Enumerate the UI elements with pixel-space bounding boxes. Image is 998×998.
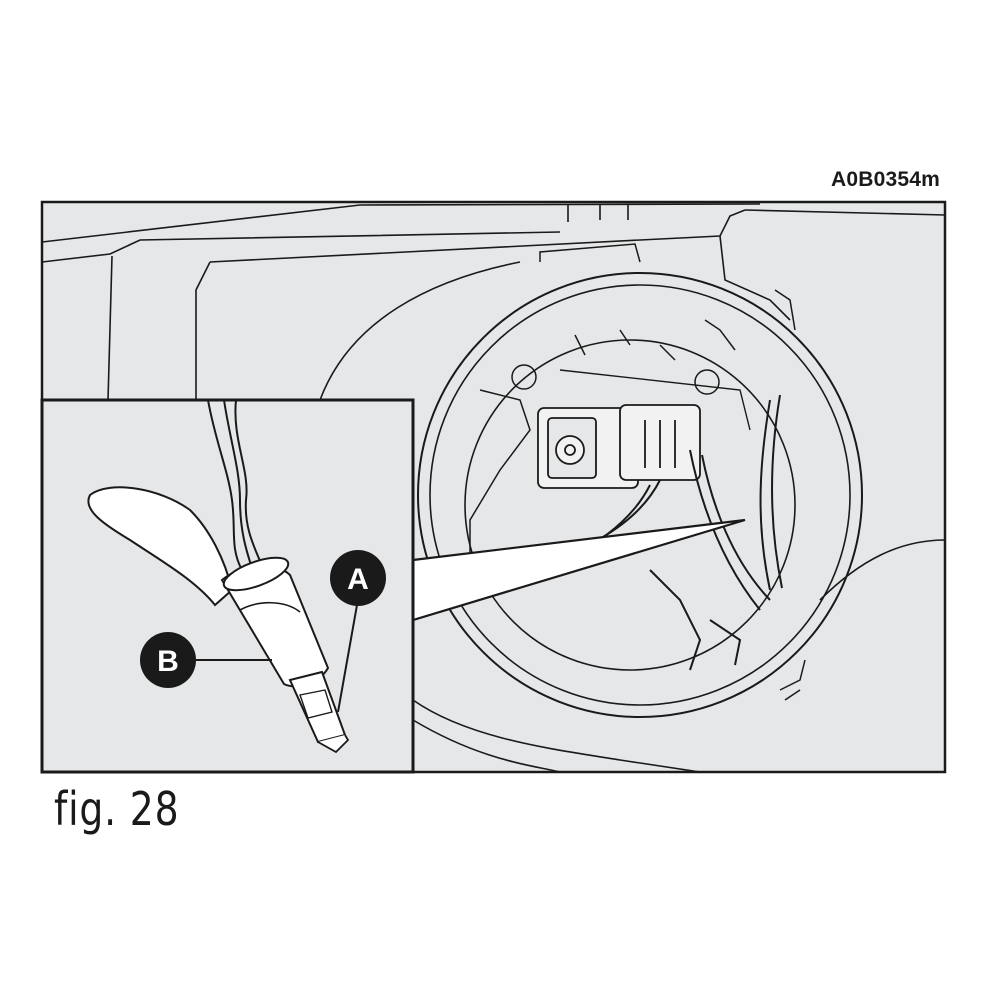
figure-code: A0B0354m bbox=[831, 168, 940, 191]
callout-b-label: B bbox=[157, 645, 179, 678]
bulb-connector bbox=[537, 404, 701, 489]
headlamp-housing bbox=[42, 203, 945, 772]
bulb-holder-detail bbox=[87, 400, 350, 754]
callout-a: A bbox=[330, 550, 386, 713]
callout-a-label: A bbox=[347, 563, 369, 596]
callout-b: B bbox=[140, 632, 272, 688]
figure-caption: fig. 28 bbox=[54, 782, 180, 836]
lamp-socket-ring bbox=[417, 243, 863, 718]
